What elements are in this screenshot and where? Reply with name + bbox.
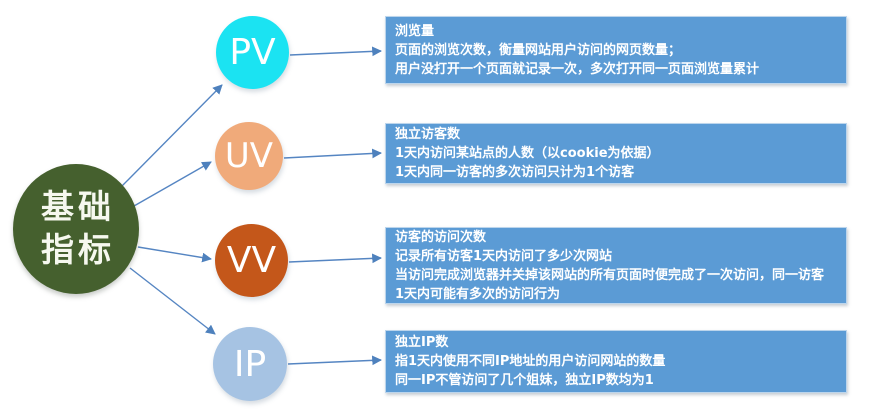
arrow-ip-to-box (287, 355, 382, 366)
node-label-uv: UV (224, 136, 274, 176)
info-box-uv: 独立访客数 1天内访问某站点的人数（以cookie为依据） 1天内同一访客的多次… (385, 123, 847, 184)
node-label-pv: PV (229, 32, 276, 73)
node-label-ip: IP (233, 343, 267, 385)
info-box-line: 1天内同一访客的多次访问只计为1个访客 (395, 165, 635, 180)
info-box-ip: 独立IP数 指1天内使用不同IP地址的用户访问网站的数量 同一IP不管访问了几个… (385, 330, 847, 393)
info-box-line: 同一IP不管访问了几个姐妹，独立IP数均为1 (395, 373, 654, 388)
node-label-vv: VV (226, 240, 277, 281)
info-box-vv: 访客的访问次数 记录所有访客1天内访问了多少次网站 当访问完成浏览器并关掉该网站… (385, 227, 847, 304)
info-box-line: 当访问完成浏览器并关掉该网站的所有页面时便完成了一次访问，同一访客 (395, 267, 825, 283)
info-box-line: 1天内可能有多次的访问行为 (395, 286, 561, 302)
info-box-pv: 浏览量 页面的浏览次数，衡量网站用户访问的网页数量； 用户没打开一个页面就记录一… (385, 16, 847, 84)
center-node-label-line1: 基础 (41, 187, 115, 227)
info-box-line: 指1天内使用不同IP地址的用户访问网站的数量 (395, 354, 666, 369)
node-circle-pv: PV (216, 16, 289, 89)
info-box-line: 1天内访问某站点的人数（以cookie为依据） (395, 146, 660, 161)
node-circle-ip: IP (213, 327, 287, 401)
info-box-title: 访客的访问次数 (395, 229, 487, 245)
info-box-line: 页面的浏览次数，衡量网站用户访问的网页数量； (395, 42, 682, 58)
info-box-line: 记录所有访客1天内访问了多少次网站 (395, 248, 613, 264)
info-box-line: 用户没打开一个页面就记录一次，多次打开同一页面浏览量累计 (395, 61, 760, 77)
arrow-center-to-ip (129, 267, 216, 335)
arrow-vv-to-box (288, 253, 382, 264)
arrow-pv-to-box (289, 46, 382, 57)
center-node-label-line2: 指标 (41, 230, 115, 269)
node-circle-vv: VV (215, 224, 288, 297)
arrow-center-to-vv (137, 246, 212, 263)
arrow-uv-to-box (283, 148, 382, 159)
arrow-center-to-uv (133, 161, 212, 207)
arrow-center-to-pv (121, 84, 223, 187)
node-circle-uv: UV (215, 122, 283, 190)
info-box-title: 独立访客数 (395, 127, 461, 142)
info-box-title: 独立IP数 (395, 335, 449, 350)
info-box-title: 浏览量 (395, 23, 435, 39)
center-node-basic-metrics: 基础 指标 (13, 164, 139, 294)
